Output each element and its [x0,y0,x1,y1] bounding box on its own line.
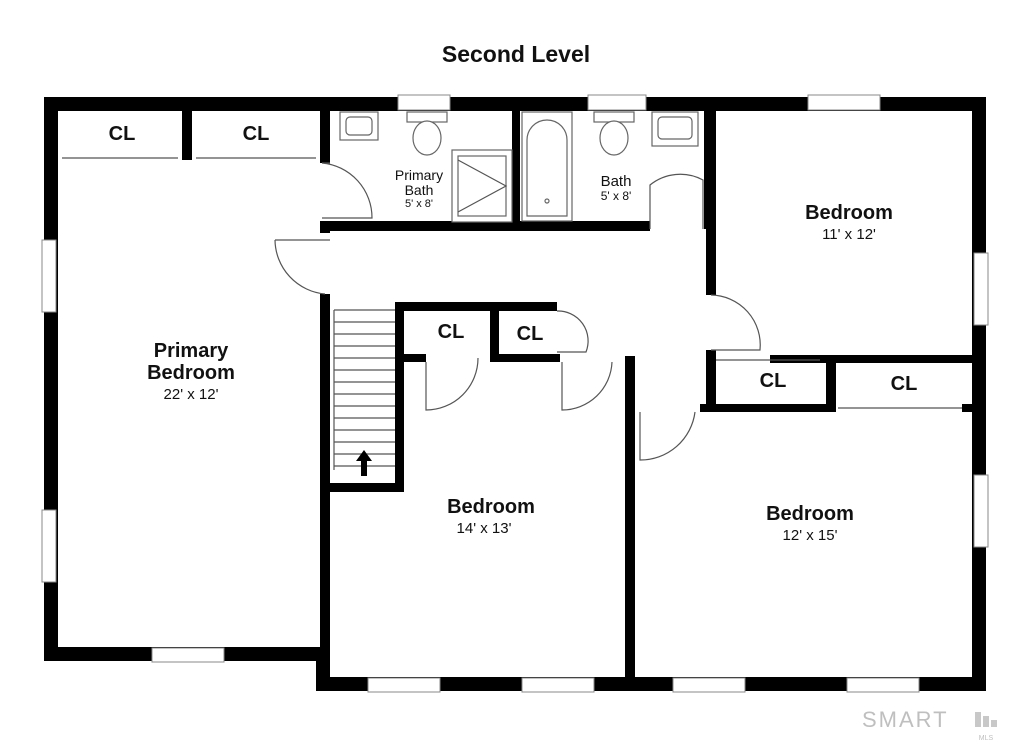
bedroom-ne-size: 11' x 12' [822,226,876,243]
primary-bedroom-name-line1: Primary [154,340,229,362]
bedroom-center-size: 14' x 13' [457,520,512,537]
logo-text: SMART [862,707,949,732]
bedroom-se-name: Bedroom [766,503,854,525]
primary-bedroom-name-line2: Bedroom [147,362,235,384]
smart-mls-logo: SMART MLS [862,707,997,742]
bedroom-center-name: Bedroom [447,496,535,518]
staircase [333,309,395,476]
primary-bath-name-line2: Bath [405,182,434,198]
bath-fixtures [339,111,699,223]
closet-label: CL [517,323,544,345]
room-bath: Bath 5' x 8' [601,173,632,203]
room-bedroom-se: Bedroom 12' x 15' [766,503,854,544]
logo-sub-text: MLS [979,735,994,742]
room-bedroom-ne: Bedroom 11' x 12' [805,202,893,243]
interior-walls [182,111,972,679]
closet-label: CL [438,321,465,343]
windows [41,94,989,693]
room-bedroom-center: Bedroom 14' x 13' [447,496,535,537]
room-primary-bedroom: Primary Bedroom 22' x 12' [147,340,235,403]
primary-bath-size: 5' x 8' [405,198,433,210]
plan-title: Second Level [442,41,590,67]
bath-size: 5' x 8' [601,189,632,203]
bedroom-se-size: 12' x 15' [783,527,838,544]
primary-bedroom-size: 22' x 12' [164,386,219,403]
closet-label: CL [760,370,787,392]
doors [62,157,962,461]
bath-name: Bath [601,173,632,190]
primary-bath-name-line1: Primary [395,167,443,183]
closet-label: CL [891,373,918,395]
closet-labels: CL CL CL CL CL CL [109,123,918,395]
closet-label: CL [109,123,136,145]
room-primary-bath: Primary Bath 5' x 8' [395,167,443,210]
bedroom-ne-name: Bedroom [805,202,893,224]
stair-up-arrow-icon [356,450,372,476]
closet-label: CL [243,123,270,145]
